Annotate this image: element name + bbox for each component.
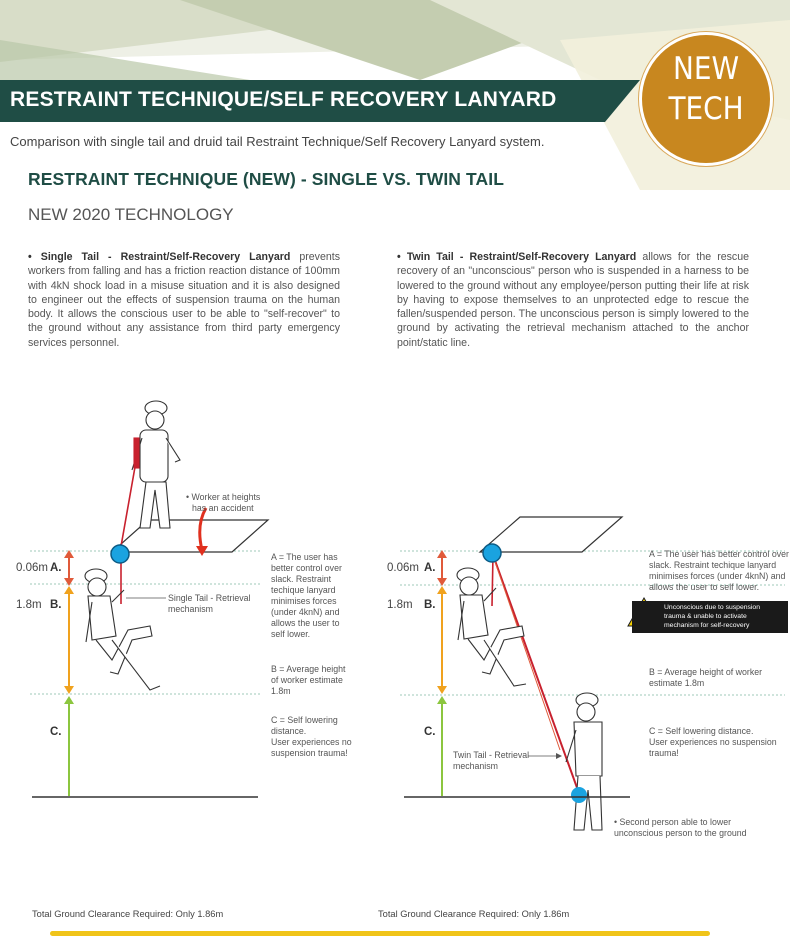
page-subtitle: Comparison with single tail and druid ta… — [10, 134, 545, 149]
bullet: • — [397, 251, 401, 263]
distance-b-right: 1.8m — [387, 599, 413, 611]
note-line: User experiences no suspension — [649, 737, 777, 747]
single-tail-description: • Single Tail - Restraint/Self-Recovery … — [28, 250, 340, 350]
arrow-a — [64, 550, 74, 586]
note-line: 1.8m — [271, 686, 291, 696]
letter-b-left: B. — [50, 599, 62, 611]
section-heading: RESTRAINT TECHNIQUE (NEW) - SINGLE VS. T… — [28, 169, 504, 189]
lanyard-line — [119, 449, 139, 553]
footer-clearance-left: Total Ground Clearance Required: Only 1.… — [32, 909, 224, 919]
note-line: techique lanyard — [271, 585, 336, 595]
note-line: self lower. — [271, 629, 311, 639]
twin-lanyard-line — [492, 554, 581, 797]
arrow-c — [64, 696, 74, 796]
note-line: allows the user to self lower. — [649, 582, 760, 592]
badge-line-tech: TECH — [668, 91, 744, 127]
new-tech-badge: NEW TECH — [639, 32, 773, 166]
arrow-b — [64, 586, 74, 694]
badge-line-new: NEW — [672, 51, 740, 87]
warning-line: trauma & unable to activate — [664, 612, 747, 620]
mechanism-label-1: Single Tail - Retrieval — [168, 593, 251, 603]
note-line: C = Self lowering distance. — [649, 726, 754, 736]
note-line: of worker estimate — [271, 675, 343, 685]
note-line: suspension trauma! — [271, 748, 348, 758]
footer-clearance-right: Total Ground Clearance Required: Only 1.… — [378, 909, 570, 919]
lanyard-line — [491, 554, 494, 607]
twin-mechanism-label-2: mechanism — [453, 761, 498, 771]
twin-tail-diagram: ! — [400, 516, 785, 831]
note-line: estimate 1.8m — [649, 678, 705, 688]
note-line: slack. Restraint techique lanyard — [649, 560, 777, 570]
letter-c-right: C. — [424, 726, 436, 738]
arrow-a — [437, 550, 447, 586]
twin-lanyard-line — [492, 555, 561, 751]
mechanism-label-2: mechanism — [168, 604, 213, 614]
page-title: RESTRAINT TECHNIQUE/SELF RECOVERY LANYAR… — [10, 88, 557, 111]
twin-mechanism-label-1: Twin Tail - Retrieval — [453, 750, 530, 760]
accident-arrow — [198, 507, 208, 551]
distance-b-left: 1.8m — [16, 599, 42, 611]
arrow-b — [437, 586, 447, 694]
note-a-left: A = The user has better control over sla… — [271, 552, 342, 640]
note-line: A = The user has — [271, 552, 338, 562]
note-line: User experiences no — [271, 737, 352, 747]
note-line: allows the user to — [271, 618, 340, 628]
accident-arrowhead — [196, 546, 208, 556]
mechanism-arrowhead — [556, 753, 562, 759]
twin-tail-title: Twin Tail - Restraint/Self-Recovery Lany… — [406, 251, 637, 263]
worker-suspended — [456, 567, 527, 687]
note-c-left: C = Self lowering distance. User experie… — [271, 715, 352, 759]
note-b-right: B = Average height of worker estimate 1.… — [649, 667, 762, 689]
second-person-callout-1: • Second person able to lower — [614, 817, 732, 827]
accident-callout-1: • Worker at heights — [186, 492, 261, 502]
note-a-right: A = The user has better control over sla… — [649, 549, 789, 593]
note-line: minimises forces — [271, 596, 337, 606]
section-subheading: NEW 2020 TECHNOLOGY — [28, 205, 234, 224]
twin-tail-description: • Twin Tail - Restraint/Self-Recovery La… — [397, 250, 749, 350]
note-line: (under 4knN) and — [271, 607, 340, 617]
single-tail-diagram — [30, 400, 270, 798]
note-line: C = Self lowering — [271, 715, 338, 725]
note-line: slack. Restraint — [271, 574, 332, 584]
note-line: distance. — [271, 726, 307, 736]
title-banner — [0, 80, 605, 122]
accident-callout-2: has an accident — [192, 503, 254, 513]
warning-box — [632, 601, 788, 633]
twin-tail-text: allows for the rescue recovery of an "un… — [397, 251, 750, 349]
letter-c-left: C. — [50, 726, 62, 738]
letter-a-left: A. — [50, 562, 62, 574]
distance-a-right: 0.06m — [387, 562, 419, 574]
worker-standing — [131, 400, 181, 529]
footer-accent-bar — [50, 931, 710, 936]
note-line: trauma! — [649, 748, 679, 758]
letter-a-right: A. — [424, 562, 436, 574]
distance-a-left: 0.06m — [16, 562, 48, 574]
letter-b-right: B. — [424, 599, 436, 611]
warning-line: mechanism for self-recovery — [664, 621, 750, 629]
worker-suspended — [84, 568, 161, 691]
note-line: minimises forces (under 4knN) and — [649, 571, 786, 581]
single-tail-title: Single Tail - Restraint/Self-Recovery La… — [40, 251, 291, 263]
work-platform — [110, 519, 270, 553]
note-b-left: B = Average height of worker estimate 1.… — [271, 664, 345, 697]
anchor-point — [482, 543, 502, 563]
single-tail-text: prevents workers from falling and has a … — [28, 251, 340, 349]
warning-text: Unconscious due to suspension trauma & u… — [664, 604, 760, 630]
warning-line: Unconscious due to suspension — [664, 604, 760, 611]
note-line: B = Average height of worker — [649, 667, 763, 677]
arrow-c — [437, 696, 447, 796]
second-person — [565, 692, 603, 831]
work-platform — [478, 516, 624, 553]
anchor-point — [110, 544, 130, 564]
note-c-right: C = Self lowering distance. User experie… — [649, 726, 777, 759]
note-line: B = Average height — [271, 664, 346, 674]
retrieval-device — [571, 787, 587, 803]
note-line: better control over — [271, 563, 342, 573]
bullet: • — [28, 251, 32, 263]
note-line: A = The user has better control over — [649, 549, 789, 559]
second-person-callout-2: unconscious person to the ground — [614, 828, 747, 838]
